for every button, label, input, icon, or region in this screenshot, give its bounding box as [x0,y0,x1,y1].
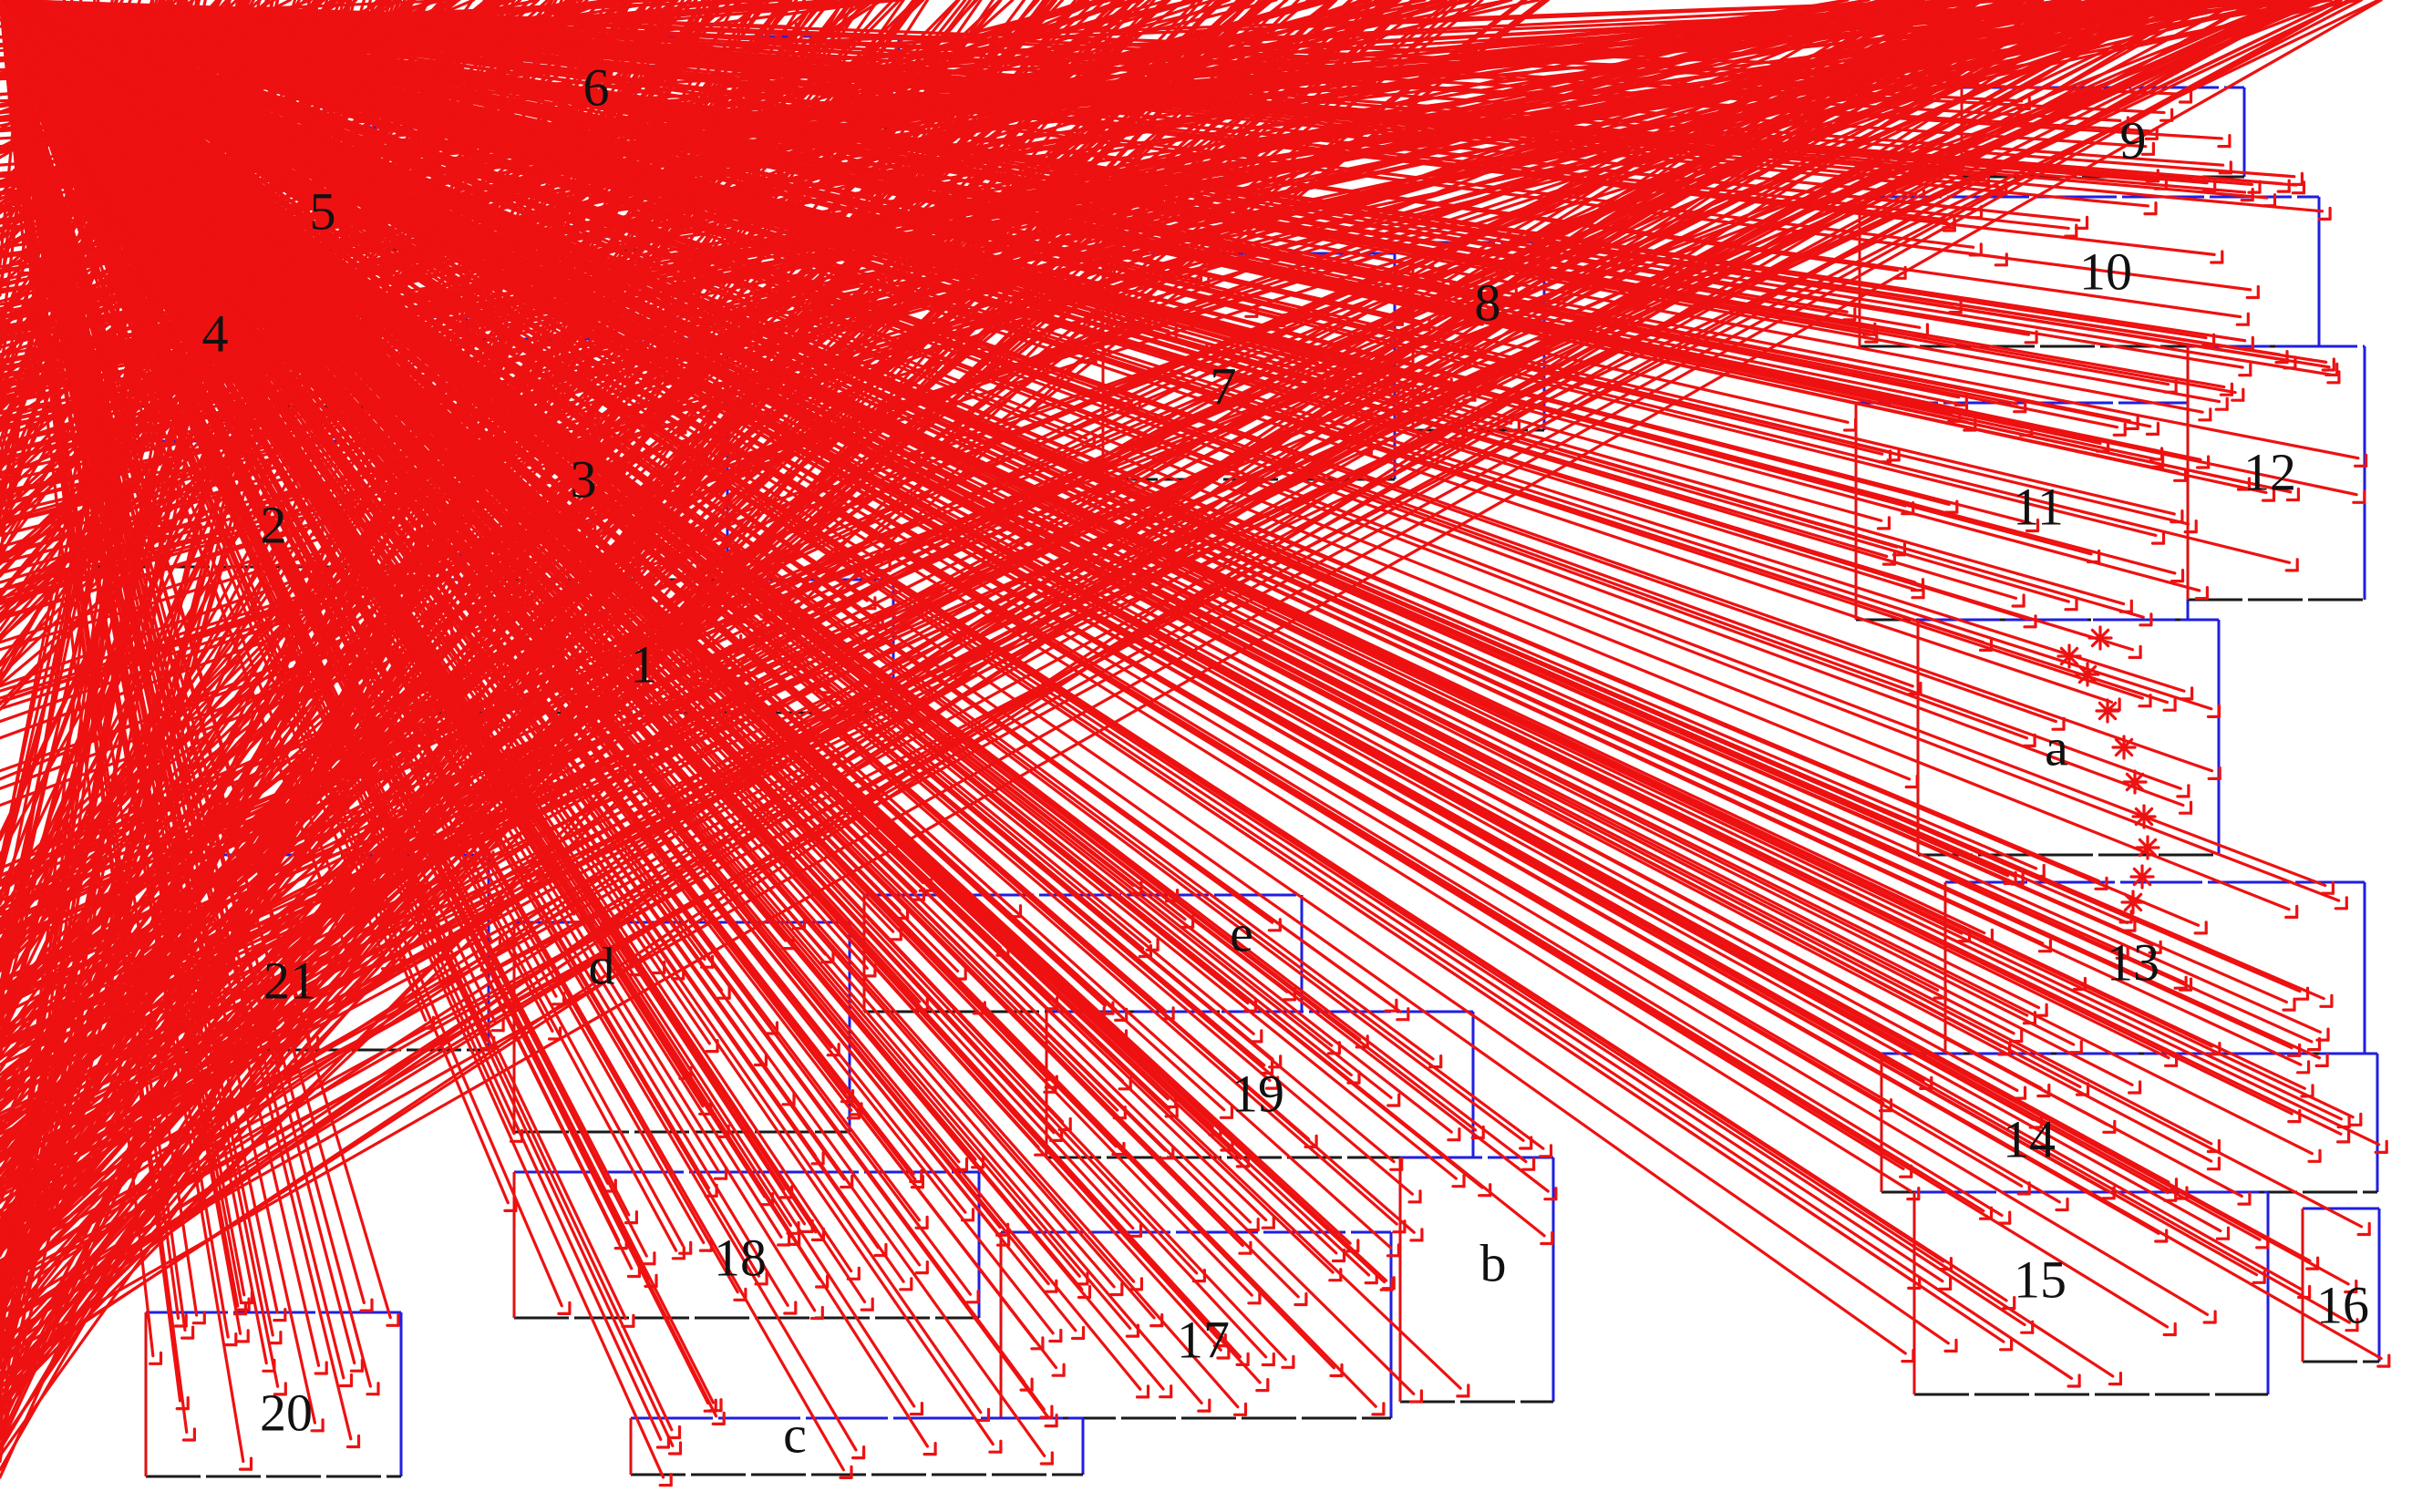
data-point-marker [2111,735,2137,760]
data-point-marker [0,0,163,1365]
region-label-11: 11 [2013,477,2064,536]
data-point-marker [0,0,683,1455]
data-point-marker [0,0,325,1433]
data-point-marker [0,0,2371,1237]
data-point-marker [0,0,1953,1271]
region-label-e: e [1230,903,1253,962]
region-label-4: 4 [202,303,229,363]
data-point-marker [2135,835,2160,860]
region-label-a: a [2045,717,2068,777]
data-point-marker [0,0,1054,1419]
region-label-15: 15 [2014,1250,2067,1309]
data-point-marker [0,0,1343,1282]
region-label-6: 6 [583,57,610,117]
data-point-marker [0,0,728,1180]
region-label-19: 19 [1232,1064,1284,1123]
region-label-3: 3 [571,449,597,509]
data-point-marker [0,0,1536,1171]
data-point-marker [2129,864,2155,890]
data-point-marker [2095,698,2120,724]
region-label-17: 17 [1177,1310,1230,1369]
data-point-marker [0,0,1461,1142]
data-point-marker [2120,890,2146,915]
region-label-12: 12 [2243,442,2296,501]
data-point-marker [0,0,1003,1454]
data-point-marker [0,0,2359,1332]
data-point-marker [2131,804,2157,829]
region-box-16 [2301,1207,2381,1363]
data-point-marker [0,0,937,1456]
region-label-7: 7 [1211,356,1237,416]
region-box-20 [144,1311,403,1478]
data-point-marker [0,0,717,1413]
region-box-c [629,1416,1085,1476]
data-point-marker [0,0,253,1471]
points-layer [0,0,2391,1487]
data-point-marker [0,0,866,1460]
region-label-2: 2 [261,495,287,554]
data-point-marker [0,0,572,1316]
data-point-marker [0,0,2391,1368]
region-label-b: b [1480,1233,1507,1292]
data-point-marker [2056,643,2082,669]
region-label-c: c [783,1404,807,1464]
region-label-d: d [589,936,615,995]
region-label-20: 20 [260,1383,313,1442]
data-point-marker [0,0,1915,1363]
data-point-marker [2087,625,2113,651]
region-label-1: 1 [631,634,657,694]
data-point-marker [2075,662,2100,687]
region-label-5: 5 [310,181,336,241]
region-label-18: 18 [714,1228,767,1287]
region-label-16: 16 [2316,1275,2369,1334]
data-point-marker [0,0,287,1396]
region-label-8: 8 [1475,273,1501,332]
data-point-marker [0,0,924,1416]
data-point-marker [0,0,1124,1297]
connecting-points-trail [2056,625,2160,915]
region-label-9: 9 [2120,110,2147,170]
data-point-marker [0,0,673,1487]
region-box-15 [1912,1190,2270,1396]
data-point-marker [0,0,400,1327]
data-point-marker [0,0,354,1388]
region-label-21: 21 [263,951,316,1010]
data-point-marker [0,0,1054,1466]
region-label-10: 10 [2079,242,2132,301]
region-box-a [1916,618,2221,857]
region-label-14: 14 [2003,1109,2056,1168]
region-points-c [0,0,1054,1487]
data-point-marker [0,0,1953,1291]
region-label-13: 13 [2107,932,2159,992]
data-point-marker [2122,769,2148,795]
region-box-b [1398,1156,1555,1404]
